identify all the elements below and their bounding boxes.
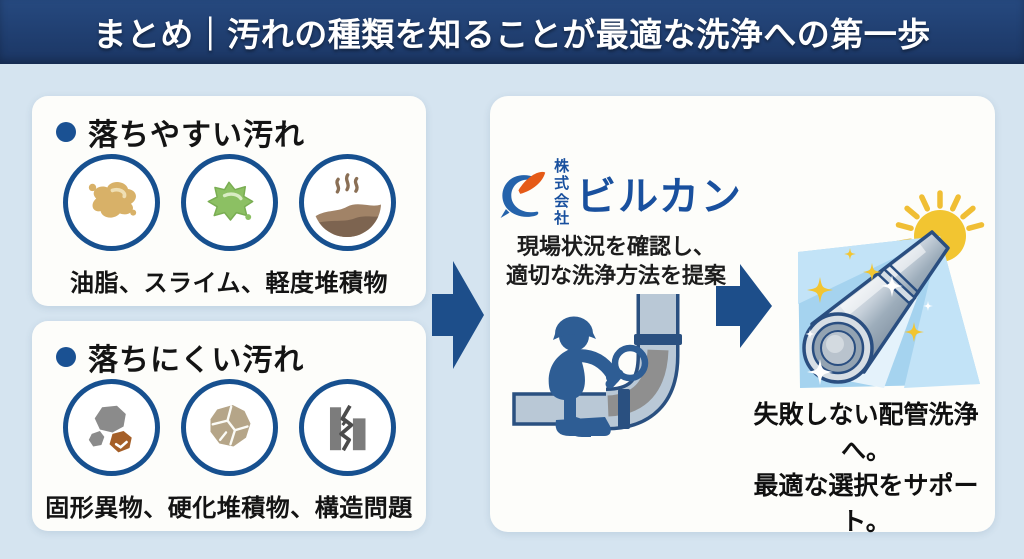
hard-dirt-title-row: 落ちにくい汚れ [56, 335, 304, 379]
easy-dirt-title: 落ちやすい汚れ [88, 119, 305, 152]
clean-pipe-sun-illustration [798, 190, 985, 388]
header-bar: まとめ｜汚れの種類を知ることが最適な洗浄への第一歩 [0, 0, 1024, 64]
bullet-icon [56, 122, 76, 142]
hard-dirt-title: 落ちにくい汚れ [88, 344, 305, 377]
bullet-icon [56, 347, 76, 367]
hard-dirt-icon-row [32, 379, 426, 476]
slime-icon [180, 154, 278, 251]
solid-debris-icon [62, 379, 160, 476]
result-line-2: 最適な選択をサポート。 [753, 472, 979, 536]
hard-dirt-caption: 固形異物、硬化堆積物、構造問題 [45, 495, 413, 522]
right-block-arrow-icon [432, 261, 484, 369]
solution-card: 株式会社 ビルカン 現場状況を確認し、 適切な洗浄方法を提案 [490, 96, 995, 536]
odor-sediment-icon [298, 154, 396, 251]
proposal-line-2: 適切な洗浄方法を提案 [505, 263, 726, 289]
company-name: ビルカン [576, 174, 743, 219]
hardened-deposit-icon [180, 379, 278, 476]
hard-dirt-card: 落ちにくい汚れ [32, 321, 426, 531]
right-block-arrow-icon [716, 264, 772, 348]
proposal-line-1: 現場状況を確認し、 [516, 234, 715, 259]
easy-dirt-title-row: 落ちやすい汚れ [56, 110, 305, 154]
structural-crack-icon [298, 379, 396, 476]
easy-dirt-card: 落ちやすい汚れ [32, 96, 426, 306]
company-prefix: 株式会社 [554, 158, 570, 227]
page-title: まとめ｜汚れの種類を知ることが最適な洗浄への第一歩 [93, 16, 931, 53]
easy-dirt-icon-row [32, 154, 426, 251]
oil-stain-icon [62, 154, 160, 251]
inspection-worker-illustration [512, 294, 682, 437]
easy-dirt-caption: 油脂、スライム、軽度堆積物 [69, 270, 389, 297]
result-line-1: 失敗しない配管洗浄へ。 [753, 401, 979, 465]
company-logo: 株式会社 ビルカン [498, 158, 742, 227]
proposal-text: 現場状況を確認し、 適切な洗浄方法を提案 [490, 232, 742, 290]
company-logo-mark [497, 166, 547, 220]
result-text: 失敗しない配管洗浄へ。 最適な選択をサポート。 [738, 398, 994, 540]
